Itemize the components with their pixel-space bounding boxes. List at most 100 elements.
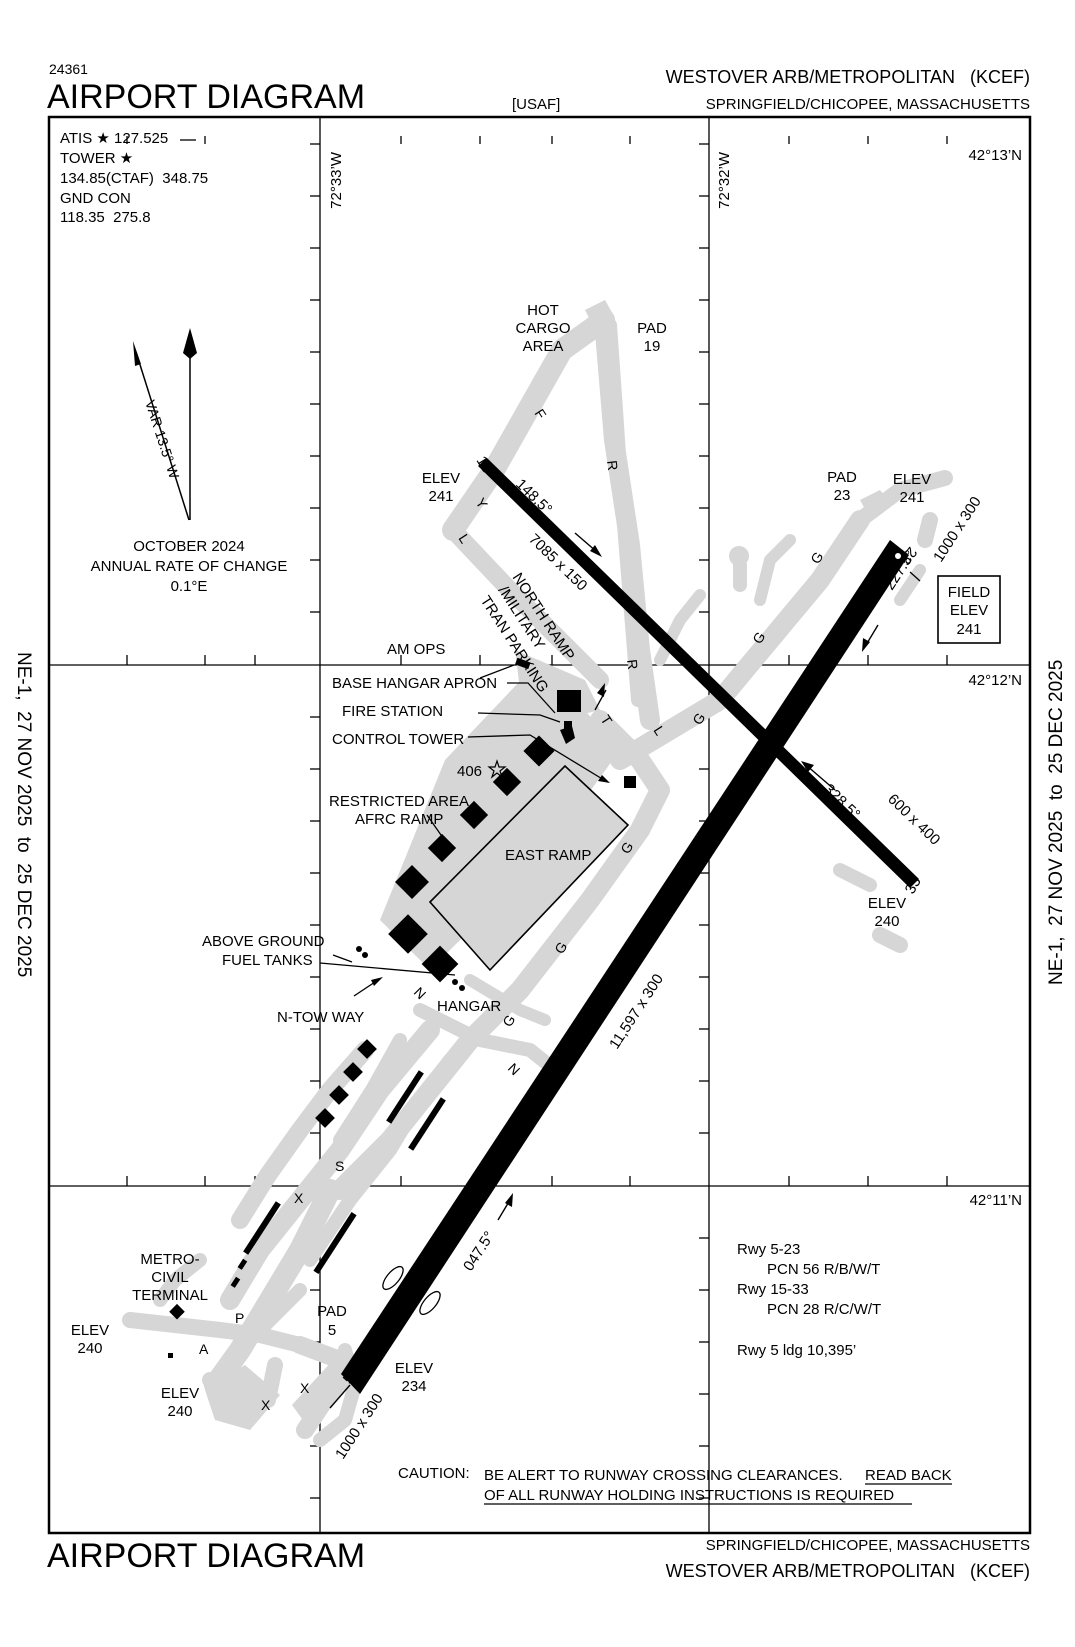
taxiway-label: X — [261, 1397, 271, 1413]
base-hangar-label: BASE HANGAR APRON — [332, 675, 497, 692]
taxiway-label: S — [335, 1158, 344, 1174]
ground-frequency: 118.35 275.8 — [60, 209, 151, 226]
fuel-tanks-label-1: ABOVE GROUND — [202, 933, 325, 950]
magnetic-north-line — [135, 351, 190, 521]
fuel-tank-3-icon — [452, 979, 458, 985]
east-ramp-label: EAST RAMP — [505, 847, 591, 864]
elev-rwy15-label: ELEV — [422, 470, 460, 487]
pad23-circle — [729, 546, 749, 566]
rwy-5-heading: 047.5° — [460, 1228, 498, 1274]
small-building — [624, 776, 636, 788]
control-tower-leader-arrowhead-icon — [598, 775, 610, 783]
pad5-label-1: PAD — [317, 1303, 347, 1320]
metro-civil-label-2: CIVIL — [151, 1269, 189, 1286]
field-elev-line-1: FIELD — [948, 584, 991, 601]
rwy5-overrun-line — [329, 1384, 351, 1409]
hangar-5 — [395, 865, 429, 899]
taxiway-label: R — [604, 459, 621, 471]
variation-date: OCTOBER 2024 — [133, 538, 244, 555]
restricted-leader-arrowhead-icon — [441, 839, 451, 850]
hangar-label: HANGAR — [437, 998, 501, 1015]
variation-label: VAR 13.5° W — [142, 398, 183, 481]
sw-small-3 — [168, 1353, 173, 1358]
restricted-label-1: RESTRICTED AREA — [329, 793, 469, 810]
ground-label: GND CON — [60, 190, 131, 207]
elev-rwy23-label: ELEV — [893, 471, 931, 488]
variation-rate-label: ANNUAL RATE OF CHANGE — [91, 558, 288, 575]
rwy-23-heading-arrowhead-icon — [862, 638, 870, 652]
usaf-label: [USAF] — [512, 96, 560, 113]
elev-rwy5-label: ELEV — [395, 1360, 433, 1377]
variation-rate: 0.1°E — [171, 578, 208, 595]
taxiway-label: N — [411, 984, 429, 1002]
lat-label-top: 42°13’N — [968, 147, 1022, 164]
pad23-pavement — [860, 490, 892, 518]
taxiway-label: X — [294, 1190, 304, 1206]
hot-cargo-label-3: AREA — [523, 338, 564, 355]
lat-label-bottom: 42°11’N — [970, 1192, 1022, 1209]
pad23-label-1: PAD — [827, 469, 857, 486]
magnetic-north-arrow-icon — [133, 341, 141, 366]
north-ramp-leader-arrowhead-icon — [597, 683, 605, 697]
pad19-label-2: 19 — [644, 338, 661, 355]
south-hangar-4 — [315, 1108, 335, 1128]
rwy-33-heading-arrowhead-icon — [801, 761, 814, 772]
taxiway-label: A — [199, 1341, 209, 1357]
fuel-tank-1-icon — [356, 946, 362, 952]
tower-star-icon — [487, 759, 507, 779]
hot-cargo-label-1: HOT — [527, 302, 559, 319]
control-tower-label: CONTROL TOWER — [332, 731, 464, 748]
hangar-6 — [388, 914, 428, 954]
restricted-label-2: AFRC RAMP — [355, 811, 443, 828]
taxiway-label: X — [300, 1380, 310, 1396]
rwy-15-end-label: 15 — [473, 453, 496, 476]
pcn-rwy-5-23-value: PCN 56 R/B/W/T — [767, 1261, 880, 1278]
elev-sw-west-label: ELEV — [71, 1322, 109, 1339]
rwy-5-heading-arrowhead-icon — [505, 1193, 513, 1207]
am-ops-label: AM OPS — [387, 641, 445, 658]
metro-civil-label-3: TERMINAL — [132, 1287, 208, 1304]
elev-sw-south-label: ELEV — [161, 1385, 199, 1402]
field-elev-line-3: 241 — [956, 621, 981, 638]
fire-station-building — [564, 721, 572, 731]
ntow-leader-arrowhead-icon — [371, 977, 383, 986]
south-hangar-1 — [357, 1039, 377, 1059]
rwy-23-end-label: 23 — [897, 544, 921, 568]
pad19-label-1: PAD — [637, 320, 667, 337]
buildings — [168, 657, 636, 1358]
side-label-left: NE-1, 27 NOV 2025 to 25 DEC 2025 — [13, 652, 34, 977]
south-hangar-3 — [329, 1085, 349, 1105]
tower-elev-label: 406 — [457, 763, 482, 780]
sw-apron — [205, 1365, 280, 1430]
south-row-b — [408, 1097, 446, 1151]
base-hangar-building — [557, 690, 581, 712]
approach-light-icon-2 — [419, 1290, 441, 1316]
metro-civil-label-1: METRO- — [140, 1251, 199, 1268]
sw-row-b — [313, 1212, 357, 1274]
control-tower-building — [560, 726, 575, 744]
side-label-right: NE-1, 27 NOV 2025 to 25 DEC 2025 — [1046, 660, 1067, 985]
elev-sw-west-value: 240 — [77, 1340, 102, 1357]
lon-label-right: 72°32’W — [716, 151, 733, 209]
field-elev-line-2: ELEV — [950, 602, 988, 619]
sw-small-2 — [230, 1276, 241, 1288]
hangar-3 — [459, 800, 489, 830]
rwy-23-overrun-dims: 1000 x 300 — [930, 494, 985, 566]
am-ops-building — [515, 657, 531, 670]
elev-rwy33-value: 240 — [874, 913, 899, 930]
footer-title: AIRPORT DIAGRAM — [47, 1537, 365, 1575]
pcn-rwy-5-23-label: Rwy 5-23 — [737, 1241, 800, 1258]
elev-sw-south-value: 240 — [167, 1403, 192, 1420]
caution-label: CAUTION: — [398, 1465, 470, 1482]
pad5-label-2: 5 — [328, 1322, 336, 1339]
elev-rwy23-value: 241 — [899, 489, 924, 506]
diagram-frame — [47, 115, 1032, 1535]
sw-small-1 — [237, 1258, 248, 1270]
fuel-tank-2-icon — [362, 952, 368, 958]
rwy5-threshold-pad — [292, 1350, 360, 1430]
south-row-a — [386, 1070, 424, 1124]
chart-number: 24361 — [49, 61, 88, 77]
runway-5-23 — [341, 540, 909, 1394]
taxiway-label: N — [505, 1060, 523, 1078]
